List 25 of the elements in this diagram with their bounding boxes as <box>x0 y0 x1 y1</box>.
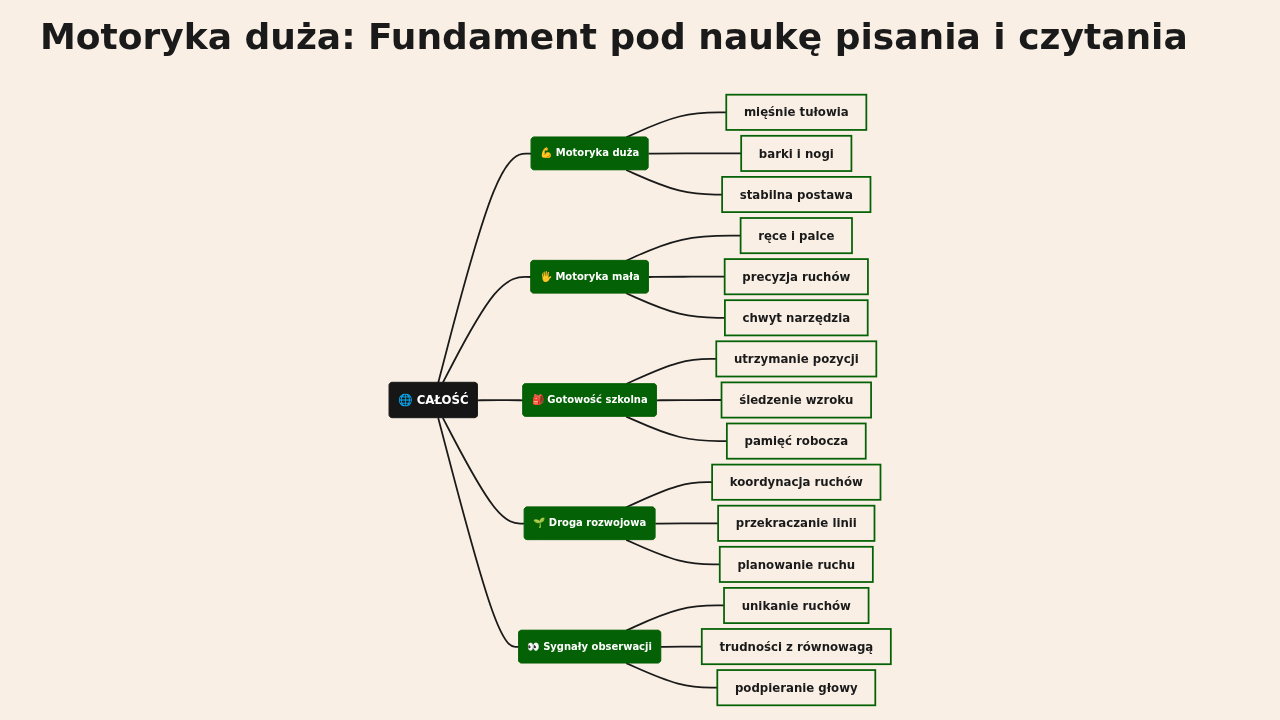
node-box: stabilna postawa <box>721 176 872 213</box>
connector <box>625 169 723 196</box>
connector <box>654 522 719 525</box>
node-box: pamięć robocza <box>726 422 867 460</box>
node-box: planowanie ruchu <box>718 545 874 583</box>
connector <box>441 276 532 384</box>
connector <box>441 417 526 525</box>
title: Motoryka duża: Fundament pod naukę pisania i czytania <box>40 16 1188 57</box>
node-box: mięśnie tułowia <box>725 93 868 131</box>
node-box: chwyt narzędzia <box>724 299 869 337</box>
node-box: trudności z równowagą <box>700 628 892 666</box>
node-box: śledzenie wzroku <box>720 381 872 419</box>
node-box: unikanie ruchów <box>723 587 870 624</box>
connector <box>625 604 725 632</box>
node-box: precyzja ruchów <box>723 258 869 296</box>
connector <box>437 152 533 384</box>
node-box: podpieranie głowy <box>716 669 877 707</box>
node-box: koordynacja ruchów <box>711 463 882 501</box>
node-box: barki i nogi <box>740 134 853 172</box>
node-box: przekraczanie linii <box>717 504 876 542</box>
node-box: ręce i palce <box>739 217 853 255</box>
connector <box>437 417 520 648</box>
connector <box>625 481 713 509</box>
connector <box>476 399 524 402</box>
node-box: utrzymanie pozycji <box>715 340 878 378</box>
